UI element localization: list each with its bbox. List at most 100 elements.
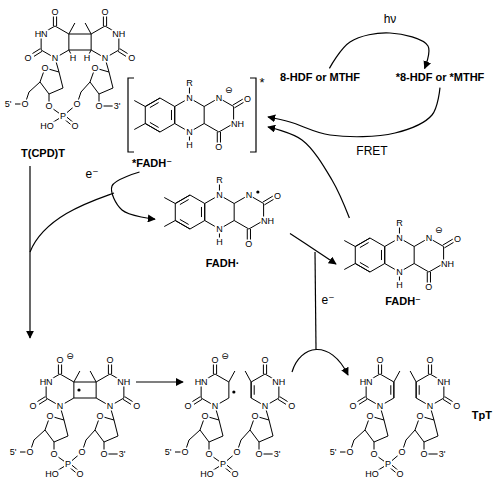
atom-label: O <box>349 402 358 411</box>
atom-label: O <box>100 8 109 17</box>
bond-line <box>104 436 118 442</box>
structure-box: *FADH⁻ <box>122 72 268 172</box>
atom-label: N <box>215 94 224 103</box>
atom-label: NH <box>116 378 131 387</box>
atom-label: HN <box>34 30 49 39</box>
atom-label: O <box>127 54 136 63</box>
atom-label: R <box>395 219 404 228</box>
radical-dot <box>77 388 80 391</box>
bond-line <box>415 430 424 442</box>
bond-line <box>394 371 400 382</box>
bond-line <box>355 238 370 247</box>
atom-label: e⁻ <box>320 294 335 306</box>
bond-line <box>145 124 160 133</box>
atom-label: N <box>215 225 224 234</box>
bond-line <box>424 436 438 442</box>
atom-label: O <box>200 412 209 421</box>
bond-line <box>360 262 369 267</box>
bond-line <box>34 51 42 56</box>
atom-label: NH <box>230 119 245 128</box>
bond-line <box>354 430 365 440</box>
atom-label: ⊖ <box>65 352 75 361</box>
atom-label: O <box>260 356 269 365</box>
atom-label: O <box>425 356 434 365</box>
bond-line <box>69 23 75 34</box>
bond-line <box>384 247 385 264</box>
bond-line <box>416 382 417 398</box>
bond-line <box>204 124 219 133</box>
atom-label: HO <box>44 470 60 479</box>
bond-line <box>217 132 218 143</box>
bond-line <box>180 200 189 205</box>
bond-line <box>175 195 190 204</box>
bond-line <box>370 238 385 247</box>
bond-line <box>55 26 69 34</box>
bond-line <box>263 196 273 202</box>
atom-label: H <box>185 141 194 150</box>
atom-label: O <box>180 448 189 457</box>
atom-label: O <box>132 402 141 411</box>
bond-line <box>378 364 379 374</box>
atom-label: N <box>425 234 434 243</box>
atom-label: O <box>44 102 53 111</box>
atom-label: N <box>245 191 254 200</box>
bond-line <box>384 247 385 264</box>
atom-label: O <box>397 448 406 457</box>
bond-line <box>393 382 394 398</box>
bond-line <box>190 195 205 204</box>
bond-line <box>64 420 68 436</box>
structure-box: T(CPD)T <box>5 0 135 162</box>
bond-line <box>200 430 209 442</box>
bond-line <box>251 382 252 398</box>
reaction-arrow <box>290 234 336 264</box>
bond-line <box>175 221 190 230</box>
atom-label: P <box>59 112 67 121</box>
bond-line <box>251 374 265 382</box>
atom-label: O <box>415 412 424 421</box>
bond-line <box>68 34 69 50</box>
bond-line <box>91 34 92 50</box>
bond-line <box>40 82 49 94</box>
bond-line <box>34 430 45 440</box>
bond-line <box>175 204 176 221</box>
atom-label: HN <box>194 378 209 387</box>
bond-line <box>374 436 388 442</box>
bond-line <box>81 82 90 92</box>
atom-label: N <box>51 54 60 63</box>
atom-label: 5' <box>4 100 13 109</box>
bond-line <box>150 103 159 108</box>
compound-label-box: *8-HDF or *MTHF <box>389 68 492 87</box>
atom-label: 3' <box>118 450 127 459</box>
bond-line <box>103 16 104 26</box>
bond-line <box>45 430 54 442</box>
bond-line <box>233 99 243 105</box>
atom-label: R <box>215 176 224 185</box>
compound-label-box: 8-HDF or MTHF <box>273 68 367 87</box>
bond-line <box>380 374 394 382</box>
compound-name: *FADH⁻ <box>130 157 174 170</box>
atom-label: HN <box>359 378 374 387</box>
arrow-label: hν <box>382 13 399 26</box>
bond-line <box>229 371 235 382</box>
bond-line <box>54 436 68 442</box>
bond-line <box>39 399 47 404</box>
bond-line <box>204 204 205 221</box>
atom-label: O <box>230 470 239 479</box>
bond-line <box>58 364 59 374</box>
bond-line <box>406 430 415 440</box>
bond-line <box>344 241 355 247</box>
compound-name: *8-HDF or *MTHF <box>394 71 487 84</box>
atom-label: O <box>75 470 84 479</box>
bond-line <box>365 430 374 442</box>
atom-label: O <box>72 100 81 109</box>
atom-label: N <box>185 128 194 137</box>
atom-label: H <box>83 54 92 63</box>
reaction-arrow <box>112 172 155 219</box>
bond-line <box>145 124 160 133</box>
bond-line <box>381 364 382 374</box>
atom-label: O <box>90 64 99 73</box>
bond-line <box>175 195 190 204</box>
atom-label: O <box>243 94 252 103</box>
bond-line <box>56 16 57 26</box>
bracket <box>250 78 256 152</box>
